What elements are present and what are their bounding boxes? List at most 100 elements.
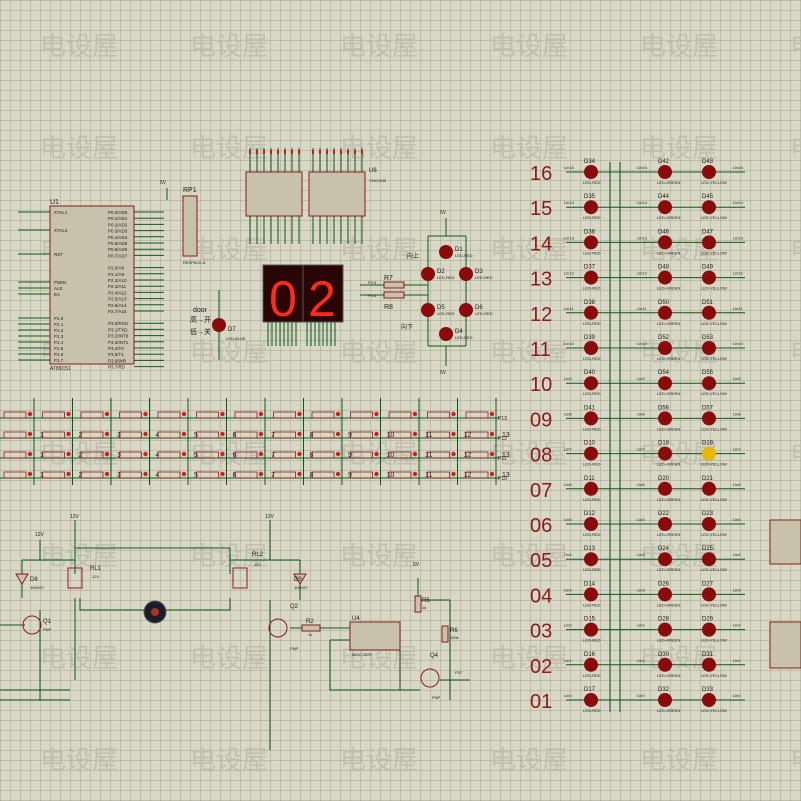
q1-transistor[interactable] bbox=[22, 615, 42, 635]
keypad-key[interactable] bbox=[350, 451, 373, 459]
keypad-key[interactable] bbox=[465, 451, 489, 459]
keypad-key[interactable] bbox=[427, 471, 450, 479]
r8-body[interactable] bbox=[383, 291, 405, 299]
r7-body[interactable] bbox=[383, 281, 405, 289]
floor-led[interactable] bbox=[658, 165, 672, 179]
resistor-pack-rp1[interactable]: 5V RP1 RESPACK-8 bbox=[160, 180, 206, 265]
keypad-key[interactable] bbox=[119, 411, 142, 419]
keypad-key[interactable] bbox=[42, 411, 65, 419]
keypad-key[interactable] bbox=[234, 431, 258, 439]
floor-led[interactable] bbox=[658, 376, 672, 391]
mcu-u1[interactable]: U1 XTAL1XTAL2RSTPSENALEEAP1.0P1.1P1.2P1.… bbox=[18, 199, 164, 372]
floor-led[interactable] bbox=[658, 446, 672, 461]
floor-led[interactable] bbox=[702, 411, 716, 426]
keypad-key[interactable] bbox=[273, 451, 296, 459]
keypad-key[interactable] bbox=[196, 411, 219, 419]
keypad-key[interactable] bbox=[157, 431, 181, 439]
keypad-key[interactable] bbox=[3, 431, 27, 439]
keypad-key[interactable] bbox=[234, 451, 258, 459]
floor-led[interactable] bbox=[702, 587, 716, 602]
keypad-key[interactable] bbox=[3, 411, 27, 419]
floor-led[interactable] bbox=[658, 481, 672, 496]
floor-led[interactable] bbox=[658, 587, 672, 602]
q2-transistor[interactable] bbox=[268, 618, 288, 638]
keypad-key[interactable] bbox=[388, 431, 412, 439]
floor-led[interactable] bbox=[584, 481, 598, 496]
floor-led[interactable] bbox=[702, 376, 716, 391]
u4-optocoupler[interactable] bbox=[349, 621, 401, 651]
floor-led[interactable] bbox=[702, 693, 716, 707]
floor-led[interactable] bbox=[584, 376, 598, 391]
floor-led[interactable] bbox=[584, 305, 598, 320]
floor-led[interactable] bbox=[702, 341, 716, 355]
floor-led[interactable] bbox=[702, 517, 716, 531]
keypad-key[interactable] bbox=[234, 411, 258, 419]
keypad-key[interactable] bbox=[350, 431, 373, 439]
floor-led[interactable] bbox=[658, 657, 672, 672]
keypad-key[interactable] bbox=[273, 471, 296, 479]
floor-led[interactable] bbox=[702, 235, 716, 250]
floor-led[interactable] bbox=[584, 657, 598, 672]
keypad-key[interactable] bbox=[311, 411, 335, 419]
floor-led[interactable] bbox=[702, 446, 716, 461]
keypad-key[interactable] bbox=[388, 471, 412, 479]
floor-led[interactable] bbox=[658, 517, 672, 531]
keypad-key[interactable] bbox=[3, 471, 27, 479]
keypad-key[interactable] bbox=[273, 431, 296, 439]
q4-transistor[interactable] bbox=[420, 668, 440, 688]
keypad-key[interactable] bbox=[80, 471, 104, 479]
keypad-key[interactable] bbox=[427, 431, 450, 439]
floor-led[interactable] bbox=[658, 552, 672, 567]
floor-led[interactable] bbox=[584, 165, 598, 179]
shift-register-u6[interactable]: U6 74HC595 bbox=[308, 148, 387, 244]
keypad-key[interactable] bbox=[157, 411, 181, 419]
keypad-key[interactable] bbox=[157, 471, 181, 479]
floor-led[interactable] bbox=[702, 622, 716, 637]
floor-led[interactable] bbox=[658, 235, 672, 250]
direction-led[interactable] bbox=[459, 267, 473, 281]
rl2-coil[interactable] bbox=[232, 567, 248, 589]
keypad-key[interactable] bbox=[196, 431, 219, 439]
shift-register-u5[interactable] bbox=[245, 148, 303, 244]
keypad-key[interactable] bbox=[311, 451, 335, 459]
floor-led[interactable] bbox=[658, 200, 672, 215]
d9-diode[interactable] bbox=[293, 573, 307, 585]
keypad-key[interactable] bbox=[119, 431, 142, 439]
floor-led[interactable] bbox=[658, 693, 672, 707]
floor-led[interactable] bbox=[702, 552, 716, 567]
direction-led[interactable] bbox=[421, 267, 435, 281]
direction-led[interactable] bbox=[439, 327, 453, 341]
direction-led[interactable] bbox=[439, 245, 453, 259]
keypad-key[interactable] bbox=[465, 471, 489, 479]
r2-body[interactable] bbox=[301, 624, 321, 632]
keypad-key[interactable] bbox=[311, 471, 335, 479]
keypad-key[interactable] bbox=[465, 431, 489, 439]
keypad-key[interactable] bbox=[350, 411, 373, 419]
floor-led[interactable] bbox=[584, 587, 598, 602]
floor-led[interactable] bbox=[658, 270, 672, 285]
keypad-key[interactable] bbox=[42, 451, 65, 459]
floor-led[interactable] bbox=[584, 341, 598, 355]
keypad-key[interactable] bbox=[80, 431, 104, 439]
floor-led[interactable] bbox=[658, 411, 672, 426]
keypad-key[interactable] bbox=[388, 411, 412, 419]
d8-diode[interactable] bbox=[15, 573, 29, 585]
keypad-key[interactable] bbox=[465, 411, 489, 419]
floor-led[interactable] bbox=[584, 622, 598, 637]
floor-led[interactable] bbox=[584, 411, 598, 426]
keypad-key[interactable] bbox=[273, 411, 296, 419]
floor-led[interactable] bbox=[658, 305, 672, 320]
floor-led[interactable] bbox=[658, 622, 672, 637]
floor-led[interactable] bbox=[584, 693, 598, 707]
floor-led[interactable] bbox=[658, 341, 672, 355]
direction-led[interactable] bbox=[421, 303, 435, 317]
direction-led[interactable] bbox=[459, 303, 473, 317]
keypad-key[interactable] bbox=[119, 451, 142, 459]
floor-led[interactable] bbox=[584, 270, 598, 285]
keypad-key[interactable] bbox=[157, 451, 181, 459]
floor-led[interactable] bbox=[702, 305, 716, 320]
keypad-key[interactable] bbox=[42, 431, 65, 439]
keypad-key[interactable] bbox=[311, 431, 335, 439]
floor-led[interactable] bbox=[584, 235, 598, 250]
keypad-key[interactable] bbox=[427, 411, 450, 419]
